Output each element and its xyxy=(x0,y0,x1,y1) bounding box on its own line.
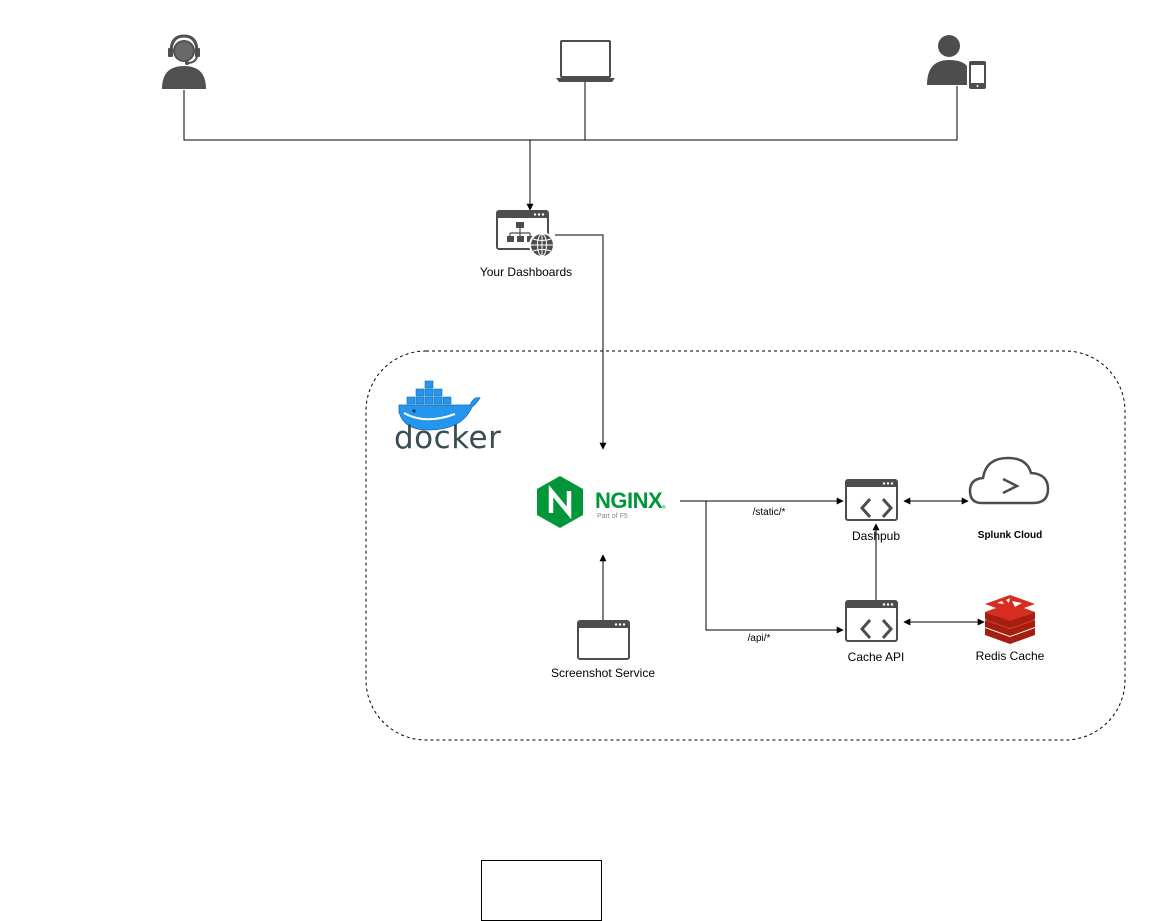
splunk-label: Splunk Cloud xyxy=(977,530,1043,541)
browser-window-icon xyxy=(577,620,630,660)
nginx-routes xyxy=(680,497,844,634)
static-route-label: /static/* xyxy=(752,507,786,518)
edge-dashboards-nginx xyxy=(555,234,607,450)
redis-label: Redis Cache xyxy=(975,649,1045,663)
cache-api-label: Cache API xyxy=(847,650,905,664)
nginx-logo-icon xyxy=(537,476,583,528)
support-agent-icon xyxy=(162,34,206,89)
user-connectors xyxy=(183,82,958,211)
nginx-trademark: ® xyxy=(662,505,666,511)
docker-boundary xyxy=(365,350,1126,741)
nginx-sublabel: Part of F5 xyxy=(597,513,628,520)
docker-label: docker xyxy=(394,420,502,456)
nginx-label: NGINX xyxy=(595,488,663,513)
cloud-terminal-icon xyxy=(968,456,1050,505)
mobile-user-icon xyxy=(927,35,986,89)
dashpub-label: Dashpub xyxy=(851,529,901,543)
cache-api-code-window-icon xyxy=(845,600,898,642)
dashboards-label: Your Dashboards xyxy=(479,265,573,279)
laptop-icon xyxy=(556,40,615,82)
empty-box xyxy=(481,860,602,921)
web-sitemap-icon xyxy=(496,210,555,258)
screenshot-service-label: Screenshot Service xyxy=(550,666,656,680)
docker-whale-icon xyxy=(398,380,481,431)
redis-icon xyxy=(985,595,1035,644)
dashpub-code-window-icon xyxy=(845,479,898,521)
api-route-label: /api/* xyxy=(747,633,771,644)
